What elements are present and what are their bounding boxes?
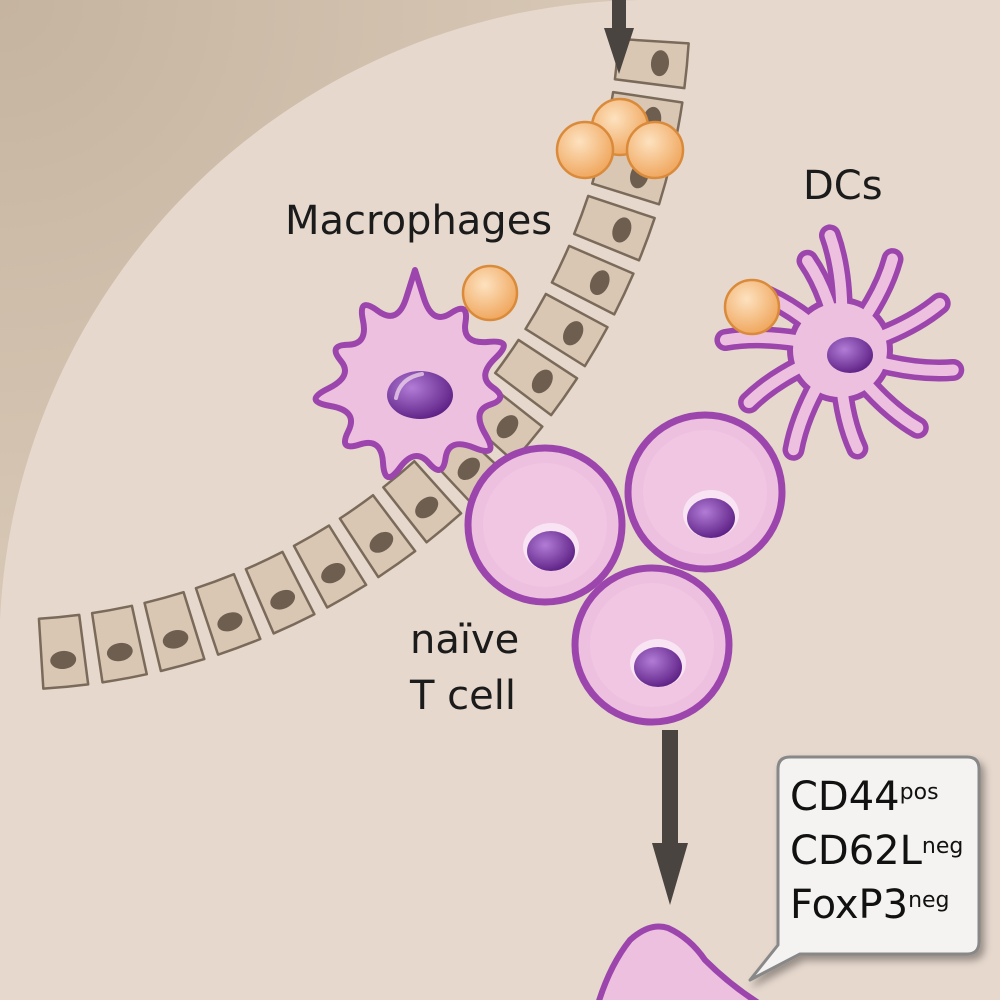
marker-state: neg [921, 834, 964, 859]
marker-callout: CD44pos CD62Lneg FoxP3neg [790, 770, 963, 932]
arrow-down-icon [604, 0, 634, 74]
epithelial-nucleus [50, 650, 77, 670]
epithelial-nucleus [369, 531, 394, 553]
naive-t-cell-label: naïve T cell [410, 612, 519, 724]
marker-cd44: CD44pos [790, 770, 963, 824]
naive-label-line2: T cell [410, 673, 516, 719]
epithelial-nucleus [270, 589, 296, 610]
antigen-particle-icon [461, 264, 519, 322]
macrophages-label: Macrophages [285, 198, 553, 244]
marker-state: neg [908, 888, 950, 913]
dendritic-cell-icon [714, 224, 965, 461]
epithelial-nucleus [589, 270, 610, 296]
antigen-particle-icon [723, 278, 781, 336]
macrophage-icon [312, 264, 519, 480]
naive-t-cells [464, 411, 786, 726]
epithelial-nucleus [562, 321, 584, 346]
arrow-down-icon [652, 730, 688, 905]
naive-t-cell-icon [624, 411, 786, 573]
naive-label-line1: naïve [410, 617, 520, 663]
antigen-cluster-icon [555, 97, 685, 180]
epithelial-nucleus [457, 457, 480, 480]
marker-name: CD62L [790, 828, 922, 874]
marker-state: pos [899, 780, 939, 805]
naive-t-cell-icon [464, 444, 626, 606]
epithelial-nucleus [162, 630, 189, 649]
marker-name: FoxP3 [790, 882, 909, 928]
epithelial-nucleus [415, 496, 439, 519]
naive-t-cell-icon [571, 564, 733, 726]
marker-foxp3: FoxP3neg [790, 878, 963, 932]
epithelial-nucleus [496, 415, 519, 439]
marker-callout-bubble [748, 755, 981, 982]
activated-t-cell-icon [596, 923, 760, 1000]
epithelial-nucleus [321, 562, 346, 584]
dcs-label: DCs [803, 163, 883, 209]
epithelial-nucleus [106, 642, 133, 662]
epithelial-nucleus [612, 217, 632, 243]
epithelial-nucleus [650, 50, 670, 77]
epithelial-nucleus [531, 369, 553, 394]
marker-name: CD44 [790, 774, 900, 820]
marker-cd62l: CD62Lneg [790, 824, 963, 878]
epithelial-nucleus [217, 612, 243, 632]
